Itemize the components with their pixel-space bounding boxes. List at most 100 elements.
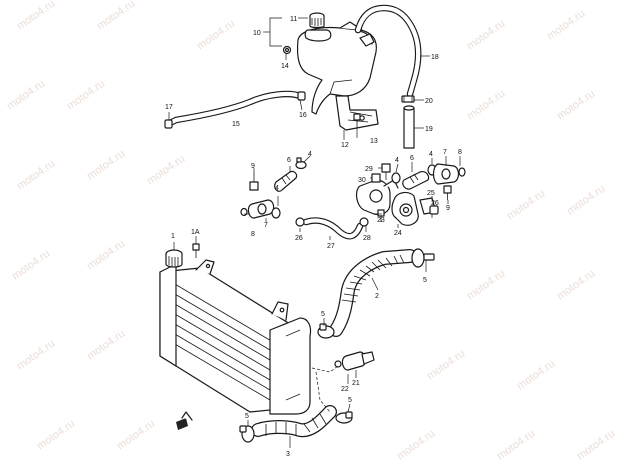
callout-23: 23 bbox=[377, 217, 385, 224]
callout-10: 10 bbox=[253, 30, 261, 37]
callout-8-right: 8 bbox=[458, 149, 462, 156]
watermark: moto4.ru bbox=[425, 348, 467, 383]
callout-14: 14 bbox=[281, 63, 289, 70]
callout-1: 1 bbox=[171, 233, 175, 240]
watermark: moto4.ru bbox=[35, 418, 77, 453]
clamp-5-lower-left bbox=[239, 425, 255, 443]
callout-11: 11 bbox=[290, 16, 297, 23]
callout-4-left: 4 bbox=[308, 151, 312, 158]
callout-19: 19 bbox=[425, 126, 433, 133]
callout-18: 18 bbox=[431, 54, 439, 61]
watermark: moto4.ru bbox=[495, 428, 537, 463]
hose-3 bbox=[251, 405, 337, 438]
callout-21: 21 bbox=[352, 380, 360, 387]
watermark: moto4.ru bbox=[555, 268, 597, 303]
housing-24 bbox=[391, 191, 419, 226]
clamp-4-right bbox=[391, 172, 401, 184]
hose-6-left bbox=[274, 170, 298, 192]
watermark: moto4.ru bbox=[575, 428, 617, 463]
clamp-28 bbox=[359, 217, 369, 227]
leader-lines bbox=[168, 17, 461, 448]
callout-8-left: 8 bbox=[251, 231, 255, 238]
watermark: moto4.ru bbox=[395, 428, 437, 463]
clamp-4-mid bbox=[271, 207, 281, 219]
callout-16: 16 bbox=[299, 112, 307, 119]
front-arrow-icon bbox=[176, 411, 193, 430]
fitting-1a bbox=[192, 243, 200, 258]
callout-30: 30 bbox=[358, 177, 366, 184]
radiator bbox=[159, 259, 312, 415]
callout-labels: 11 10 14 18 20 16 17 15 19 1 3 12 9 6 4 4… bbox=[165, 16, 462, 458]
watermark: moto4.ru bbox=[555, 88, 597, 123]
watermark: moto4.ru bbox=[85, 238, 127, 273]
radiator-cap bbox=[165, 249, 183, 268]
clip-16 bbox=[297, 91, 306, 101]
callout-5-upper: 5 bbox=[423, 277, 427, 284]
callout-5-lower-left: 5 bbox=[245, 413, 249, 420]
watermark: moto4.ru bbox=[5, 78, 47, 113]
callout-26-left: 26 bbox=[295, 235, 303, 242]
callout-6-right: 6 bbox=[410, 155, 414, 162]
watermark: moto4.ru bbox=[505, 188, 547, 223]
clamp-5-lower-right bbox=[335, 411, 353, 424]
fitting-30 bbox=[371, 173, 381, 183]
watermark: moto4.ru bbox=[85, 328, 127, 363]
fan-switch bbox=[334, 351, 375, 371]
watermark: moto4.ru bbox=[465, 88, 507, 123]
fitting-7-8-left bbox=[240, 199, 275, 219]
fitting-14 bbox=[282, 45, 292, 55]
watermark: moto4.ru bbox=[10, 248, 52, 283]
watermark: moto4.ru bbox=[465, 268, 507, 303]
fitting-7-8-right bbox=[432, 163, 466, 185]
callout-15: 15 bbox=[232, 121, 240, 128]
callout-2: 2 bbox=[375, 293, 379, 300]
callout-9-left: 9 bbox=[251, 163, 255, 170]
callout-6-left: 6 bbox=[287, 157, 291, 164]
hose-6-right bbox=[402, 171, 430, 190]
watermark: moto4.ru bbox=[15, 0, 57, 32]
bolt-9-right bbox=[443, 185, 452, 200]
bolt-13 bbox=[353, 113, 361, 128]
watermark: moto4.ru bbox=[85, 148, 127, 183]
watermark: moto4.ru bbox=[65, 78, 107, 113]
clamp-26-left bbox=[295, 217, 305, 227]
callout-17: 17 bbox=[165, 104, 173, 111]
callout-3: 3 bbox=[286, 451, 290, 458]
callout-22: 22 bbox=[341, 386, 349, 393]
callout-5-lower-right: 5 bbox=[348, 397, 352, 404]
callout-7-left: 7 bbox=[264, 222, 268, 229]
callout-25: 25 bbox=[427, 190, 435, 197]
watermark: moto4.ru bbox=[145, 153, 187, 188]
callout-4-center: 4 bbox=[395, 157, 399, 164]
callout-27: 27 bbox=[327, 243, 335, 250]
callout-7-right: 7 bbox=[443, 149, 447, 156]
hose-15 bbox=[164, 90, 304, 128]
pipe-19 bbox=[403, 105, 415, 149]
reservoir-cap bbox=[304, 12, 332, 42]
watermark: moto4.ru bbox=[15, 338, 57, 373]
watermark: moto4.ru bbox=[545, 8, 587, 43]
bolt-9-left bbox=[249, 172, 259, 191]
callout-12: 12 bbox=[341, 142, 349, 149]
watermark: moto4.ru bbox=[465, 18, 507, 53]
callout-24: 24 bbox=[394, 230, 402, 237]
reservoir-tank bbox=[296, 21, 379, 131]
hose-27 bbox=[302, 217, 364, 240]
callout-1a: 1A bbox=[191, 229, 200, 236]
callout-5-mid: 5 bbox=[321, 311, 325, 318]
hose-2 bbox=[329, 249, 417, 337]
watermark: moto4.ru bbox=[515, 358, 557, 393]
callout-26-right: 26 bbox=[431, 200, 439, 207]
watermark: moto4.ru bbox=[15, 158, 57, 193]
clamp-5-mid bbox=[317, 323, 335, 339]
bolt-23 bbox=[377, 209, 385, 222]
watermark: moto4.ru bbox=[95, 0, 137, 32]
callout-4-mid: 4 bbox=[275, 185, 279, 192]
callout-29: 29 bbox=[365, 166, 373, 173]
clamp-4-left bbox=[295, 157, 307, 170]
callout-28: 28 bbox=[363, 235, 371, 242]
fitting-17 bbox=[164, 119, 173, 129]
callout-20: 20 bbox=[425, 98, 433, 105]
